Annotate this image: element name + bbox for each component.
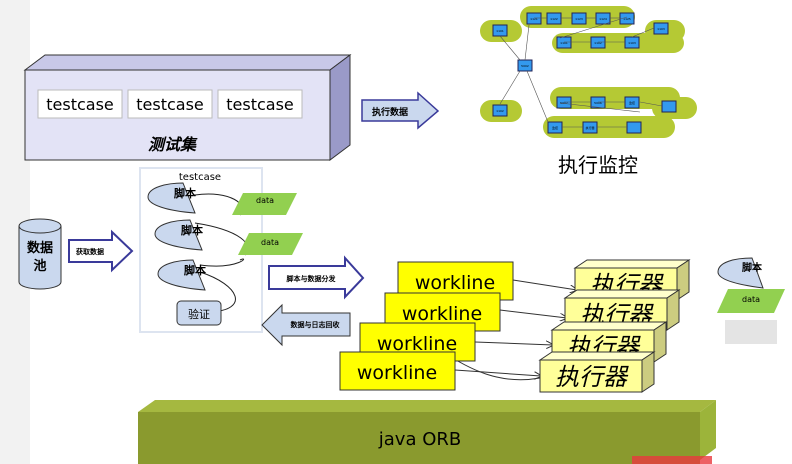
monitor-node: 监控: [547, 121, 563, 134]
java-orb-box: java ORB: [138, 400, 716, 464]
monitor-edge: [631, 27, 655, 38]
monitor-node: 1125: [619, 12, 635, 25]
monitor-node-label: 1125: [623, 17, 631, 21]
script-shape: 脚本: [157, 259, 206, 291]
monitor-edge: [639, 101, 663, 107]
test-suite-label: 测试集: [148, 135, 198, 154]
monitor-node: 执行器: [582, 121, 598, 134]
monitor-node: 1122: [546, 12, 562, 25]
monitor-node: [661, 100, 677, 113]
monitor-node-label: 1102: [594, 41, 602, 45]
monitor-edge: [499, 70, 521, 105]
monitor-node: 监控: [624, 96, 640, 109]
monitor-node: 5006: [590, 96, 606, 109]
monitor-node: 5002: [517, 59, 533, 72]
data-shape-1: data: [232, 193, 297, 215]
monitor-node: 1102: [590, 36, 606, 49]
monitor-node: 1124: [595, 12, 611, 25]
exec-data-label: 执行数据: [372, 106, 408, 118]
monitor-edge: [526, 70, 549, 123]
log-thumbnail: [725, 320, 777, 344]
testcase-box: testcase: [37, 89, 123, 119]
workline-label: workline: [402, 303, 482, 325]
workline-label: workline: [377, 333, 457, 355]
monitor-node-label: 1102: [496, 109, 504, 113]
monitor-node-label: 监控: [629, 100, 635, 105]
monitor-node-label: 1124: [599, 17, 607, 21]
testcase-label: testcase: [46, 95, 114, 114]
exec-data-arrow: 执行数据: [361, 91, 440, 130]
test-suite-box: testcase testcase testcase 测试集: [23, 54, 352, 161]
monitor-node-label: 1123: [575, 17, 583, 21]
script-label: 脚本: [181, 223, 203, 237]
java-orb-label: java ORB: [378, 429, 461, 450]
testcase-box: testcase: [217, 89, 303, 119]
monitor-edge: [524, 24, 530, 61]
script-shape: 脚本: [154, 219, 203, 251]
monitor-node-label: 1101: [496, 29, 504, 33]
data-label: data: [261, 238, 279, 247]
monitor-node: 1101: [492, 24, 508, 37]
legend-data-shape: data: [717, 289, 785, 313]
script-label: 脚本: [184, 263, 206, 277]
monitor-node-label: 监控: [552, 125, 558, 130]
testcase-box: testcase: [127, 89, 213, 119]
monitor-node-label: 1103: [628, 41, 636, 45]
monitor-node: 1102: [492, 104, 508, 117]
monitor-edge: [559, 102, 641, 113]
monitor-node-label: 执行器: [585, 125, 594, 130]
monitor-node-label: 1101: [560, 41, 568, 45]
monitor-node: 1103: [653, 22, 669, 35]
verify-label: 验证: [188, 307, 210, 321]
monitor-title: 执行监控: [558, 153, 638, 177]
legend-script-label: 脚本: [742, 261, 763, 274]
workline-label: workline: [357, 362, 437, 384]
monitor-node: 1121: [526, 12, 542, 25]
legend-script-shape: 脚本: [717, 257, 764, 289]
monitor-node: [626, 121, 642, 134]
data-label: data: [256, 196, 274, 205]
data-pool-label: 数据池: [26, 241, 53, 274]
monitor-node: 1101: [556, 36, 572, 49]
monitor-graph: 1121 1122 1123 1124 1125 1101 1102 1103 1101 1102…: [480, 6, 697, 138]
fetch-data-arrow: 获取数据: [68, 229, 134, 273]
testcase-label: testcase: [226, 95, 294, 114]
monitor-node-label: 5002: [560, 101, 568, 105]
collect-arrow: 数据与日志回收: [261, 303, 351, 347]
dispatch-label: 脚本与数据分发: [286, 274, 337, 283]
fetch-data-label: 获取数据: [75, 247, 104, 256]
workline-label: workline: [415, 272, 495, 294]
monitor-node: 1123: [571, 12, 587, 25]
collect-label: 数据与日志回收: [291, 320, 341, 329]
monitor-edge: [559, 16, 628, 39]
monitor-node-label: 1103: [657, 27, 665, 31]
workline-box: workline: [359, 322, 476, 362]
monitor-node: 1103: [624, 36, 640, 49]
monitor-node-label: 1122: [550, 17, 558, 21]
monitor-edge: [499, 35, 521, 61]
testcase-label: testcase: [136, 95, 204, 114]
monitor-node-label: 5002: [521, 64, 529, 68]
script-label: 脚本: [174, 186, 196, 200]
monitor-node: 5002: [556, 96, 572, 109]
monitor-node-label: 5006: [594, 101, 602, 105]
dispatch-arrow: 脚本与数据分发: [268, 255, 365, 300]
executor-label: 执行器: [555, 363, 629, 391]
monitor-node-label: 1121: [530, 17, 538, 21]
verify-box: 验证: [176, 300, 222, 326]
executor-box: 执行器: [538, 351, 656, 393]
legend-data-label: data: [742, 295, 760, 304]
script-shape: 脚本: [147, 182, 196, 214]
data-pool-cylinder: 数据池: [18, 218, 62, 290]
data-shape-2: data: [238, 233, 303, 255]
logo: [632, 456, 712, 464]
workline-box: workline: [339, 351, 456, 391]
testcase-panel-title: testcase: [179, 172, 221, 183]
